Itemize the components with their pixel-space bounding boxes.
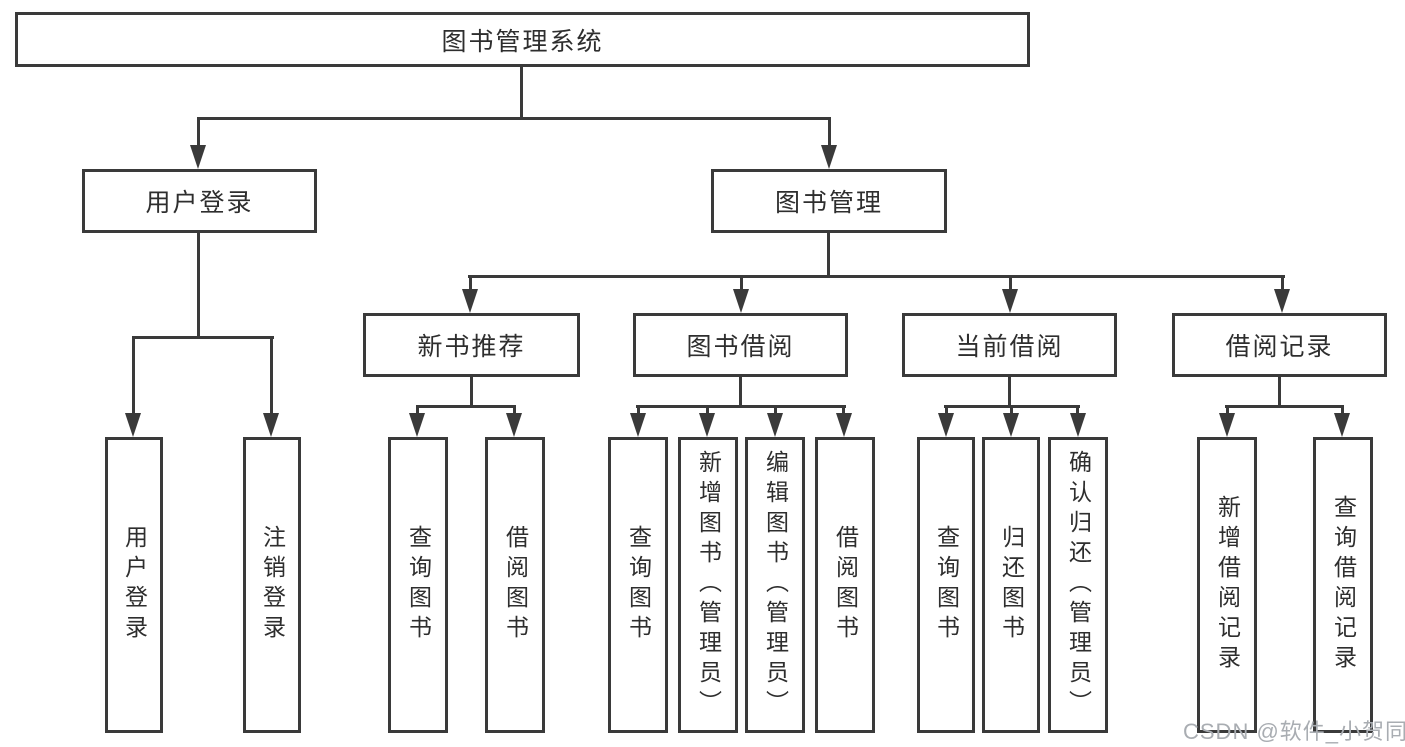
- leaf-query-books-recommend: 查询图书: [388, 437, 448, 733]
- connector-line: [637, 405, 640, 417]
- leaf-borrow-books-recommend-label: 借阅图书: [502, 525, 529, 645]
- connector-line: [1341, 405, 1344, 417]
- connector-line: [828, 117, 831, 147]
- connector-line: [132, 336, 135, 413]
- arrowhead: [409, 413, 425, 437]
- csdn-watermark: CSDN @软件_小贺同学: [1183, 719, 1405, 744]
- connector-line: [739, 377, 742, 405]
- arrowhead: [733, 289, 749, 313]
- node-book-borrow-label: 图书借阅: [686, 333, 795, 361]
- node-book-borrow: 图书借阅: [633, 313, 848, 377]
- connector-line: [468, 275, 1285, 278]
- connector-line: [827, 233, 830, 275]
- node-user-login-label: 用户登录: [145, 189, 254, 217]
- arrowhead: [1003, 413, 1019, 437]
- connector-line: [520, 66, 523, 117]
- connector-line: [706, 405, 709, 417]
- connector-line: [1010, 405, 1013, 417]
- arrowhead: [699, 413, 715, 437]
- connector-line: [740, 275, 743, 293]
- connector-line: [513, 405, 516, 417]
- connector-line: [416, 405, 419, 417]
- node-root-label: 图书管理系统: [441, 27, 604, 56]
- connector-line: [1008, 377, 1011, 405]
- connector-line: [1009, 275, 1012, 293]
- connector-line: [774, 405, 777, 417]
- leaf-logout: 注销登录: [243, 437, 301, 733]
- leaf-logout-label: 注销登录: [259, 525, 286, 645]
- leaf-borrow-books-recommend: 借阅图书: [485, 437, 545, 733]
- connector-line: [197, 117, 831, 120]
- connector-line: [1281, 275, 1284, 293]
- connector-line: [470, 377, 473, 405]
- node-book-management-label: 图书管理: [774, 189, 883, 217]
- leaf-add-books-admin: 新增图书（管理员）: [678, 437, 738, 733]
- leaf-query-books-current-label: 查询图书: [933, 525, 960, 645]
- connector-line: [842, 405, 845, 417]
- arrowhead: [125, 413, 141, 437]
- arrowhead: [767, 413, 783, 437]
- connector-line: [132, 336, 274, 339]
- node-book-management: 图书管理: [711, 169, 947, 233]
- leaf-user-login-label: 用户登录: [121, 525, 148, 645]
- leaf-confirm-return-admin-label: 确认归还（管理员）: [1065, 450, 1092, 720]
- arrowhead: [836, 413, 852, 437]
- connector-line: [416, 405, 516, 408]
- node-user-login: 用户登录: [82, 169, 317, 233]
- leaf-user-login: 用户登录: [105, 437, 163, 733]
- leaf-add-borrow-record-label: 新增借阅记录: [1214, 495, 1241, 675]
- node-root: 图书管理系统: [15, 12, 1030, 67]
- leaf-borrow-books: 借阅图书: [815, 437, 875, 733]
- leaf-add-borrow-record: 新增借阅记录: [1197, 437, 1257, 733]
- connector-line: [1278, 377, 1281, 405]
- leaf-query-books-borrow-label: 查询图书: [625, 525, 652, 645]
- connector-line: [197, 117, 200, 147]
- arrowhead: [630, 413, 646, 437]
- leaf-return-books: 归还图书: [982, 437, 1040, 733]
- leaf-edit-books-admin-label: 编辑图书（管理员）: [762, 450, 789, 720]
- connector-line: [270, 336, 273, 413]
- arrowhead: [821, 145, 837, 169]
- node-current-borrow-label: 当前借阅: [955, 333, 1064, 361]
- leaf-edit-books-admin: 编辑图书（管理员）: [745, 437, 805, 733]
- arrowhead: [462, 289, 478, 313]
- leaf-borrow-books-label: 借阅图书: [832, 525, 859, 645]
- connector-line: [469, 275, 472, 293]
- arrowhead: [263, 413, 279, 437]
- node-new-book-recommend-label: 新书推荐: [417, 333, 526, 361]
- connector-line: [1226, 405, 1229, 417]
- leaf-query-borrow-record-label: 查询借阅记录: [1330, 495, 1357, 675]
- arrowhead: [1219, 413, 1235, 437]
- leaf-confirm-return-admin: 确认归还（管理员）: [1048, 437, 1108, 733]
- leaf-query-books-borrow: 查询图书: [608, 437, 668, 733]
- arrowhead: [1002, 289, 1018, 313]
- connector-line: [945, 405, 948, 417]
- arrowhead: [1070, 413, 1086, 437]
- node-borrow-records: 借阅记录: [1172, 313, 1387, 377]
- connector-line: [1076, 405, 1079, 417]
- node-current-borrow: 当前借阅: [902, 313, 1117, 377]
- leaf-query-borrow-record: 查询借阅记录: [1313, 437, 1373, 733]
- node-new-book-recommend: 新书推荐: [363, 313, 580, 377]
- leaf-query-books-recommend-label: 查询图书: [405, 525, 432, 645]
- arrowhead: [190, 145, 206, 169]
- node-borrow-records-label: 借阅记录: [1225, 333, 1334, 361]
- leaf-query-books-current: 查询图书: [917, 437, 975, 733]
- leaf-add-books-admin-label: 新增图书（管理员）: [695, 450, 722, 720]
- connector-line: [197, 233, 200, 336]
- connector-line: [636, 405, 846, 408]
- connector-line: [1225, 405, 1344, 408]
- arrowhead: [1274, 289, 1290, 313]
- arrowhead: [1334, 413, 1350, 437]
- arrowhead: [938, 413, 954, 437]
- arrowhead: [506, 413, 522, 437]
- leaf-return-books-label: 归还图书: [998, 525, 1025, 645]
